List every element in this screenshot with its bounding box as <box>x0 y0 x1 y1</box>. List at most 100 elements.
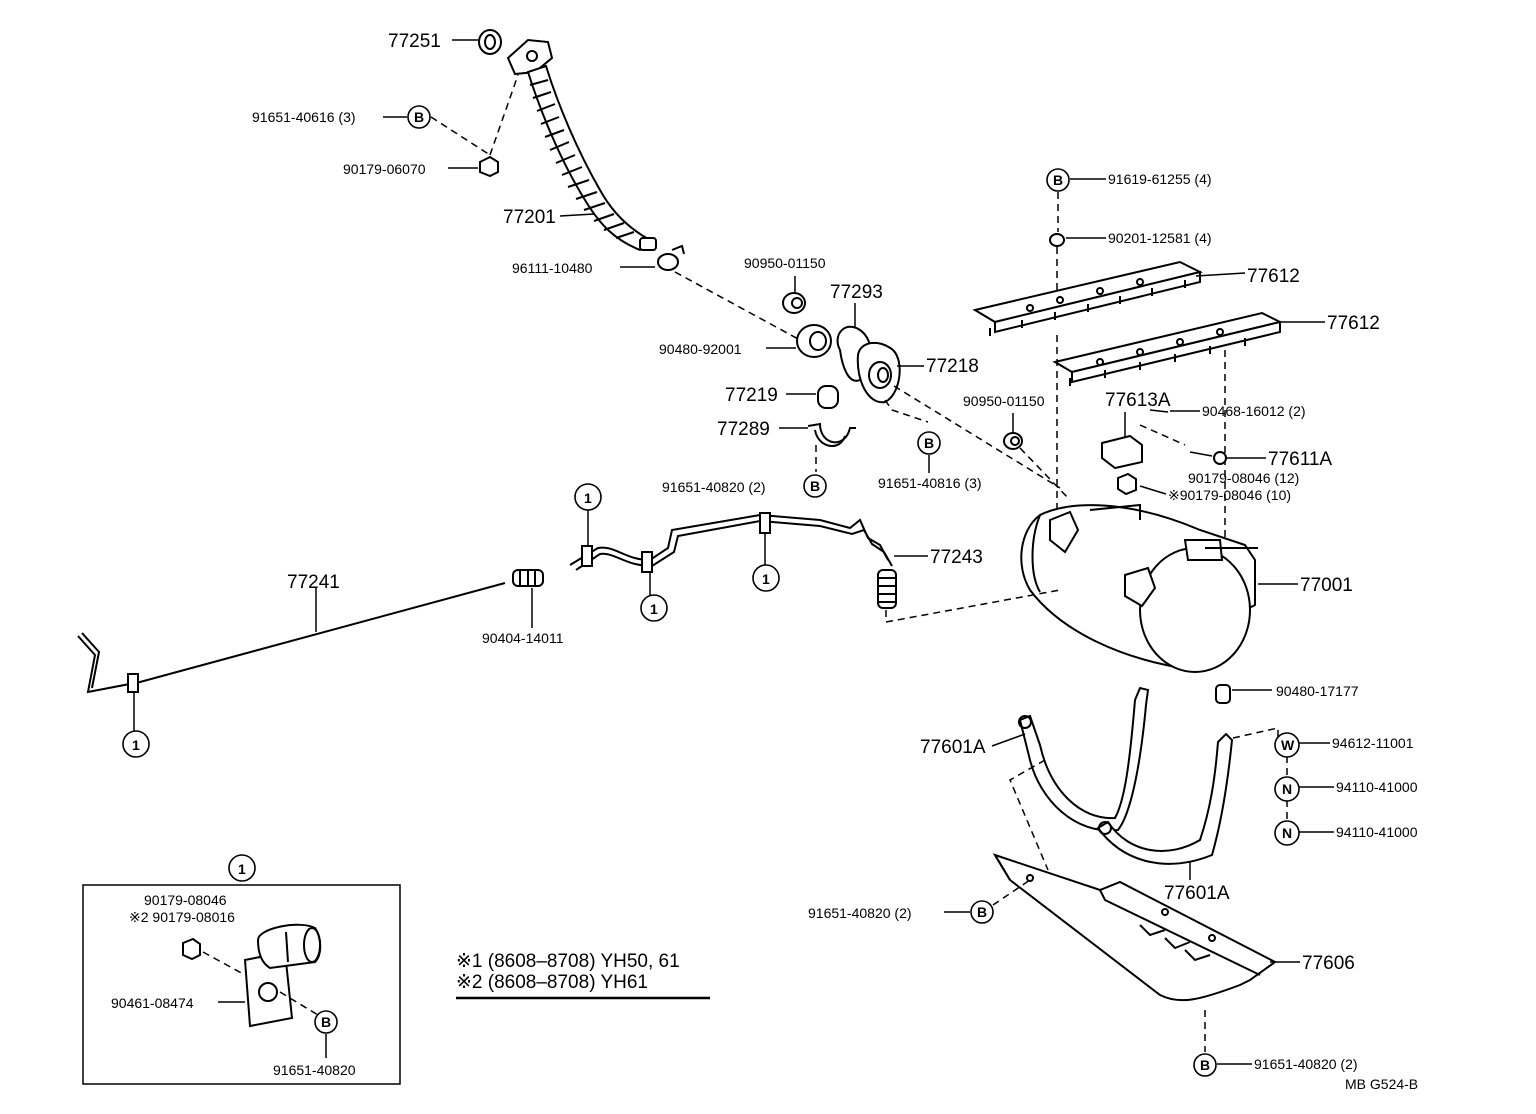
svg-text:B: B <box>321 1014 331 1030</box>
label-94110-41000-b: 94110-41000 <box>1336 824 1418 840</box>
svg-text:1: 1 <box>132 737 140 753</box>
inset-label-90461-08474: 90461-08474 <box>111 995 194 1011</box>
grommet-part <box>1215 684 1231 704</box>
svg-text:1: 1 <box>762 571 770 587</box>
inset-box <box>82 884 401 1085</box>
label-90480-17177: 90480-17177 <box>1276 683 1359 699</box>
label-77612-top: 77612 <box>1247 266 1300 287</box>
svg-text:B: B <box>1053 172 1063 188</box>
label-77289: 77289 <box>717 419 770 440</box>
label-90950-01150-mid: 90950-01150 <box>963 393 1045 409</box>
note-1: ※1 (8608–8708) YH50, 61 <box>456 951 680 972</box>
note-2: ※2 (8608–8708) YH61 <box>456 972 648 993</box>
leader-77601A-upper <box>991 733 1026 747</box>
filler-hose-part <box>526 64 657 252</box>
symbol-b-marker: B <box>1193 1053 1217 1077</box>
svg-text:W: W <box>1281 737 1295 753</box>
leader-77612-top <box>1195 272 1246 277</box>
inset-dash-bolt <box>279 991 319 1016</box>
filler-cap-part <box>478 29 502 55</box>
bolt-part <box>1149 409 1169 413</box>
hose-clamp-part <box>657 244 685 271</box>
fuel-pipe-part <box>77 582 506 694</box>
svg-text:1: 1 <box>650 601 658 617</box>
inset-clamp-part <box>243 923 322 1028</box>
fuel-tank-part <box>1020 503 1258 673</box>
label-91651-40820-mid: 91651-40820 (2) <box>808 905 912 921</box>
grommet-part <box>782 292 806 314</box>
clamp-ref-1-marker: 1 <box>640 594 668 622</box>
dash-grommet-tank <box>1019 447 1071 501</box>
bracket-part <box>1101 434 1143 470</box>
label-90468-16012: 90468-16012 (2) <box>1202 403 1306 419</box>
dash-flange-tank <box>884 385 1061 489</box>
dash-strap-washer <box>1232 727 1279 745</box>
svg-text:B: B <box>414 109 424 125</box>
label-77293: 77293 <box>830 282 883 303</box>
union-part <box>512 569 544 587</box>
symbol-b-marker: B <box>314 1010 338 1034</box>
label-94612-11001: 94612-11001 <box>1332 735 1414 751</box>
fuel-hose-part <box>877 569 897 609</box>
dash-b-skid <box>992 879 1031 906</box>
svg-text:B: B <box>924 435 934 451</box>
symbol-w-marker: W <box>1274 732 1300 758</box>
label-77612-lower: 77612 <box>1327 313 1380 334</box>
svg-text:B: B <box>977 904 987 920</box>
label-91651-40616: 91651-40616 (3) <box>252 109 356 125</box>
dash-77613A <box>1139 424 1186 446</box>
symbol-n-marker: N <box>1274 776 1300 802</box>
dash-bracket-tank <box>1056 335 1226 540</box>
clamp-ref-1-marker: 1 <box>752 564 780 592</box>
tank-bracket-part <box>972 260 1203 336</box>
inset-label-90179-08016: ※2 90179-08016 <box>129 909 235 925</box>
svg-text:B: B <box>810 478 820 494</box>
label-96111-10480: 96111-10480 <box>512 260 593 276</box>
label-94110-41000-a: 94110-41000 <box>1336 779 1418 795</box>
label-91619-61255: 91619-61255 (4) <box>1108 171 1212 187</box>
clamp-ref-1-marker: 1 <box>122 730 150 758</box>
dash-strap-skid <box>1009 759 1049 871</box>
svg-text:N: N <box>1282 825 1292 841</box>
fuel-pipe-part <box>569 512 893 573</box>
nut-part <box>1117 472 1137 496</box>
inset-dash-nut <box>202 951 246 976</box>
inset-ref-1-marker: 1 <box>228 854 256 882</box>
label-77241: 77241 <box>287 572 340 593</box>
svg-text:1: 1 <box>238 861 246 877</box>
nut-part <box>479 155 499 178</box>
label-91651-40816: 91651-40816 (3) <box>878 475 982 491</box>
label-90480-92001: 90480-92001 <box>659 341 742 357</box>
label-90179-08046-12: 90179-08046 (12) <box>1188 470 1299 486</box>
label-77601A-lower: 77601A <box>1164 883 1230 904</box>
label-90179-06070: 90179-06070 <box>343 161 426 177</box>
label-77601A-upper: 77601A <box>920 737 986 758</box>
grommet-ring-part <box>796 324 832 358</box>
inset-label-91651-40820: 91651-40820 <box>273 1062 356 1078</box>
label-90950-01150-top: 90950-01150 <box>744 255 826 271</box>
label-77243: 77243 <box>930 547 983 568</box>
hose-part <box>817 385 839 409</box>
label-77606: 77606 <box>1302 953 1355 974</box>
clamp-ref-1-marker: 1 <box>574 483 602 511</box>
label-77201: 77201 <box>503 207 556 228</box>
filler-flange-part <box>506 38 554 76</box>
label-77001: 77001 <box>1300 575 1353 596</box>
label-90179-08046-10: ※90179-08046 (10) <box>1168 487 1291 503</box>
dash-filler-bolt <box>430 74 519 156</box>
label-90404-14011: 90404-14011 <box>482 630 564 646</box>
symbol-b-marker: B <box>917 431 941 455</box>
clamp-bracket-part <box>807 422 856 447</box>
washer-part <box>1049 233 1065 247</box>
inset-nut-part <box>182 937 201 961</box>
label-77613A: 77613A <box>1105 390 1171 411</box>
leader-90179-08046 <box>1139 485 1167 495</box>
skid-plate-part <box>992 853 1277 1002</box>
svg-text:N: N <box>1282 781 1292 797</box>
figure-code: MB G524-B <box>1345 1076 1418 1092</box>
tank-bracket-part <box>1052 311 1283 386</box>
dash-clamp-grommet <box>674 271 801 341</box>
grommet-part <box>1003 432 1023 450</box>
label-77219: 77219 <box>725 385 778 406</box>
